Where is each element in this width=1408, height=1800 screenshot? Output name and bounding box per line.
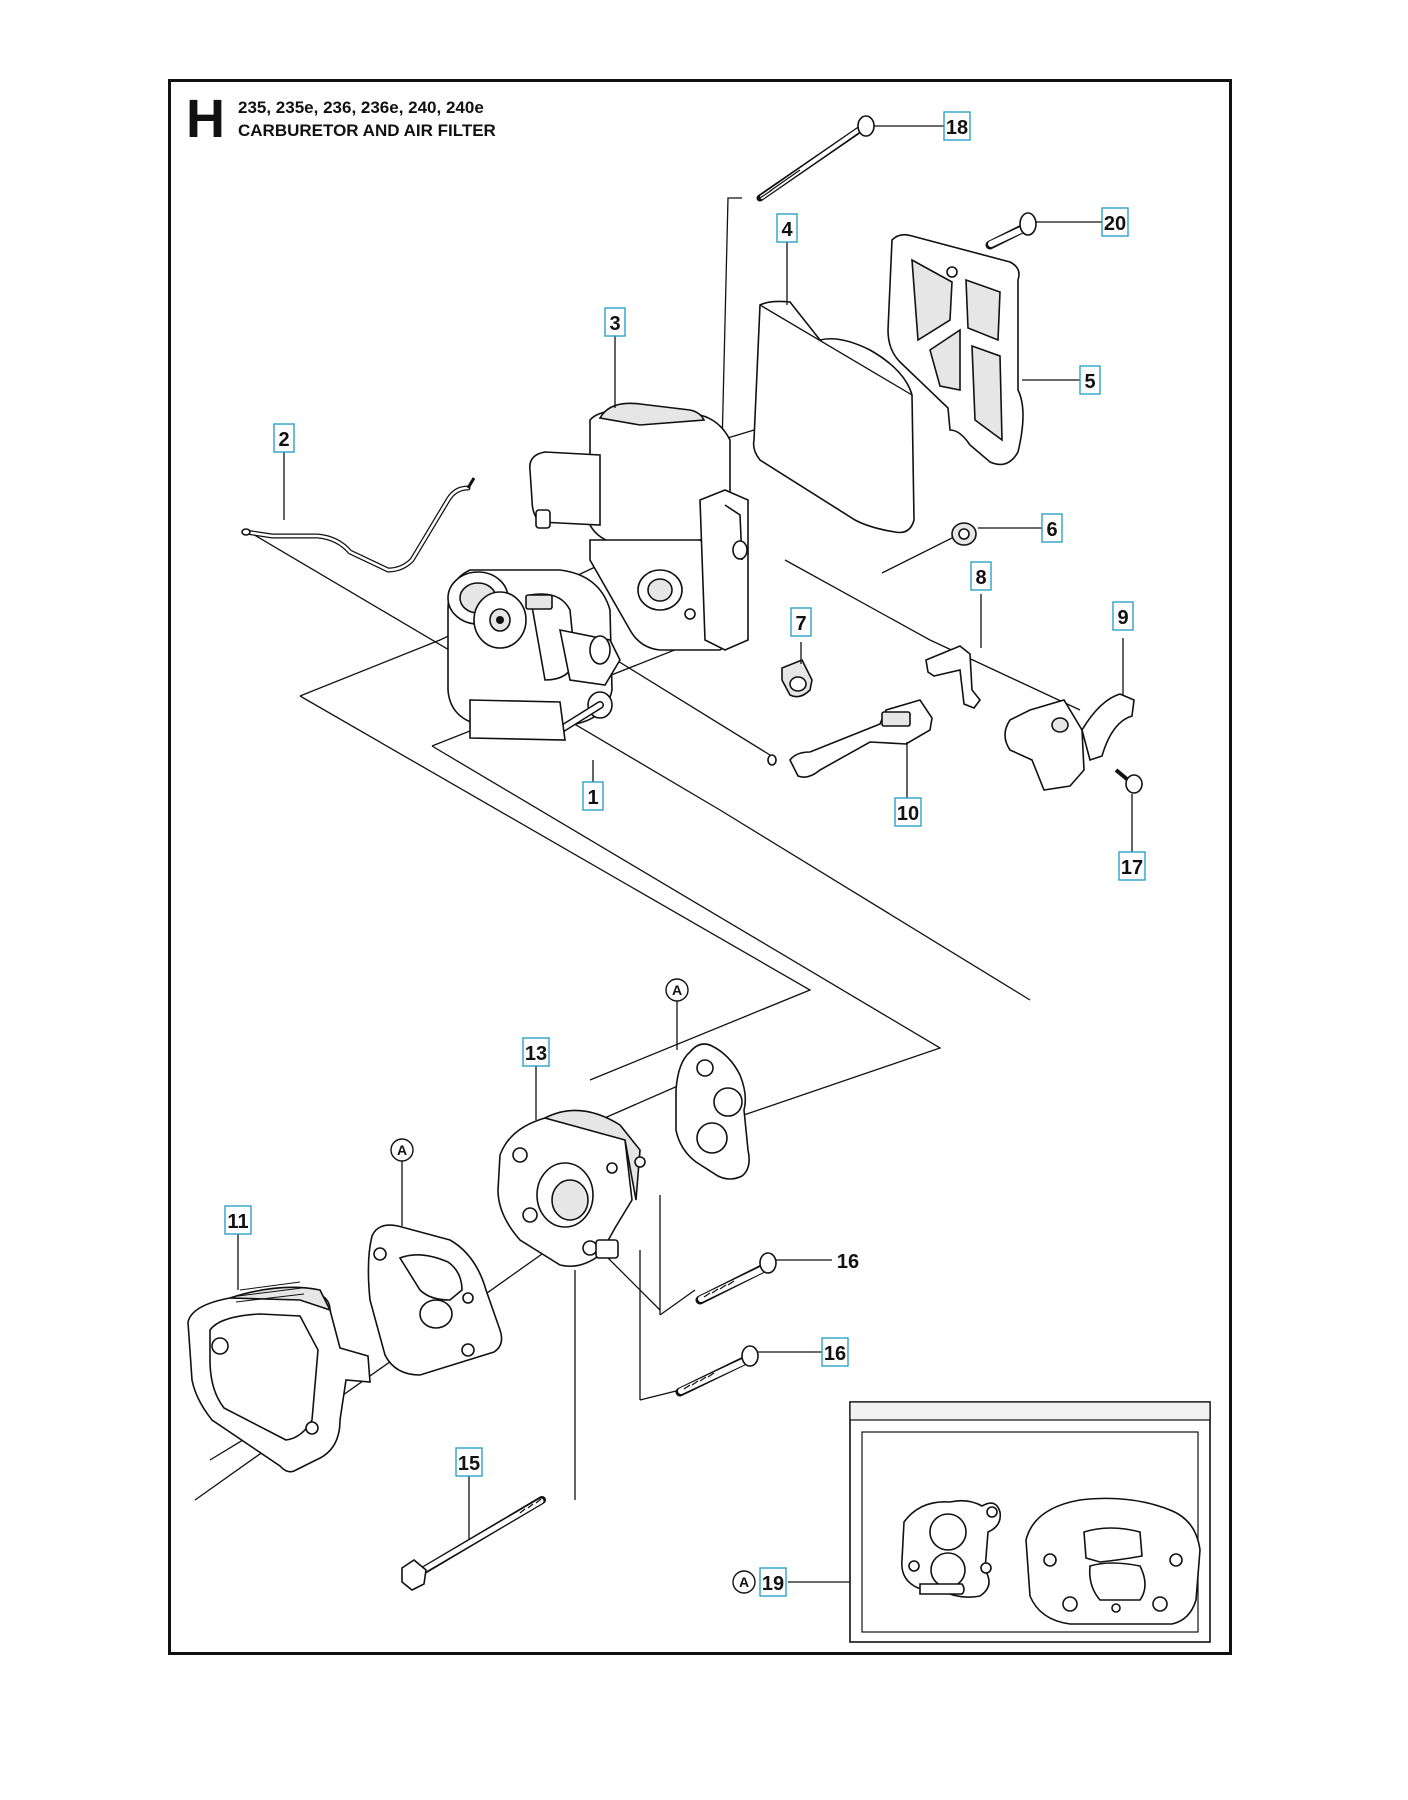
part-filter-cover-5: [887, 233, 1024, 466]
callout-1[interactable]: 1: [582, 760, 604, 811]
kit-ref-a-lower: A: [390, 1138, 414, 1226]
part-intake-11: [187, 1281, 371, 1473]
callout-19[interactable]: 19: [759, 1567, 810, 1597]
part-gasket-a-lower: [367, 1224, 503, 1376]
part-lever-10: [767, 699, 933, 778]
callout-20[interactable]: 20: [1036, 207, 1129, 237]
callout-10-label: 10: [897, 803, 919, 825]
diagram-title: CARBURETOR AND AIR FILTER: [238, 121, 496, 140]
callout-8-label: 8: [975, 567, 986, 589]
part-bolt-15: [401, 1496, 546, 1591]
part-gasket-a-upper: [675, 1043, 750, 1180]
callout-2[interactable]: 2: [273, 423, 295, 520]
callout-8[interactable]: 8: [970, 561, 992, 648]
part-long-screw-18: [756, 115, 875, 202]
callout-5[interactable]: 5: [1022, 365, 1101, 395]
part-screw-16-upper: [695, 1252, 777, 1305]
kit-ref-a-upper-label: A: [672, 982, 682, 998]
callout-5-label: 5: [1084, 371, 1095, 393]
callout-13-label: 13: [525, 1043, 547, 1065]
callout-16-upper-label: 16: [837, 1251, 859, 1273]
callout-3-label: 3: [609, 313, 620, 335]
part-bracket-8: [925, 645, 982, 709]
callout-17-label: 17: [1121, 857, 1143, 879]
part-filter-holder-3: [528, 402, 749, 651]
callout-6[interactable]: 6: [978, 513, 1063, 543]
callout-2-label: 2: [278, 429, 289, 451]
callout-15-label: 15: [458, 1453, 480, 1475]
part-air-filter-4: [752, 300, 915, 534]
part-throttle-trigger-9: [1004, 693, 1135, 791]
callout-19-label: 19: [762, 1573, 784, 1595]
kit-19-inset: [810, 1401, 1211, 1643]
part-adapter-13: [497, 1109, 646, 1268]
callout-7-label: 7: [795, 613, 806, 635]
part-screw-20: [985, 212, 1037, 250]
part-screw-16-lower: [675, 1345, 759, 1397]
part-choke-rod-2: [241, 477, 476, 573]
callout-10[interactable]: 10: [894, 742, 922, 827]
callout-6-label: 6: [1046, 519, 1057, 541]
part-grommet-7: [781, 658, 813, 698]
callout-4[interactable]: 4: [776, 213, 798, 305]
diagram-frame: [168, 79, 1232, 1655]
callout-1-label: 1: [587, 787, 598, 809]
kit-ref-a-upper: A: [665, 978, 689, 1050]
callout-16-lower-label: 16: [824, 1343, 846, 1365]
callout-13[interactable]: 13: [522, 1037, 550, 1120]
kit-ref-a-kit: A: [732, 1570, 756, 1594]
callout-15[interactable]: 15: [455, 1447, 483, 1540]
section-letter: H: [186, 89, 225, 149]
callout-17[interactable]: 17: [1118, 794, 1146, 881]
callout-18-label: 18: [946, 117, 968, 139]
callout-16-upper[interactable]: 16: [776, 1251, 859, 1273]
kit-ref-a-kit-label: A: [739, 1574, 749, 1590]
kit-ref-a-lower-label: A: [397, 1142, 407, 1158]
callout-20-label: 20: [1104, 213, 1126, 235]
callout-18[interactable]: 18: [874, 111, 971, 141]
callout-9[interactable]: 9: [1112, 601, 1134, 696]
part-carburetor-1: [447, 569, 621, 741]
part-nut-6: [951, 522, 977, 546]
model-list: 235, 235e, 236, 236e, 240, 240e: [238, 98, 484, 117]
part-screw-17: [1114, 768, 1143, 794]
callout-16-lower[interactable]: 16: [758, 1337, 849, 1367]
callout-4-label: 4: [781, 219, 793, 241]
callout-3[interactable]: 3: [604, 307, 626, 408]
callout-9-label: 9: [1117, 607, 1128, 629]
callout-11[interactable]: 11: [224, 1205, 252, 1290]
callout-11-label: 11: [227, 1211, 248, 1233]
callout-7[interactable]: 7: [790, 607, 812, 664]
